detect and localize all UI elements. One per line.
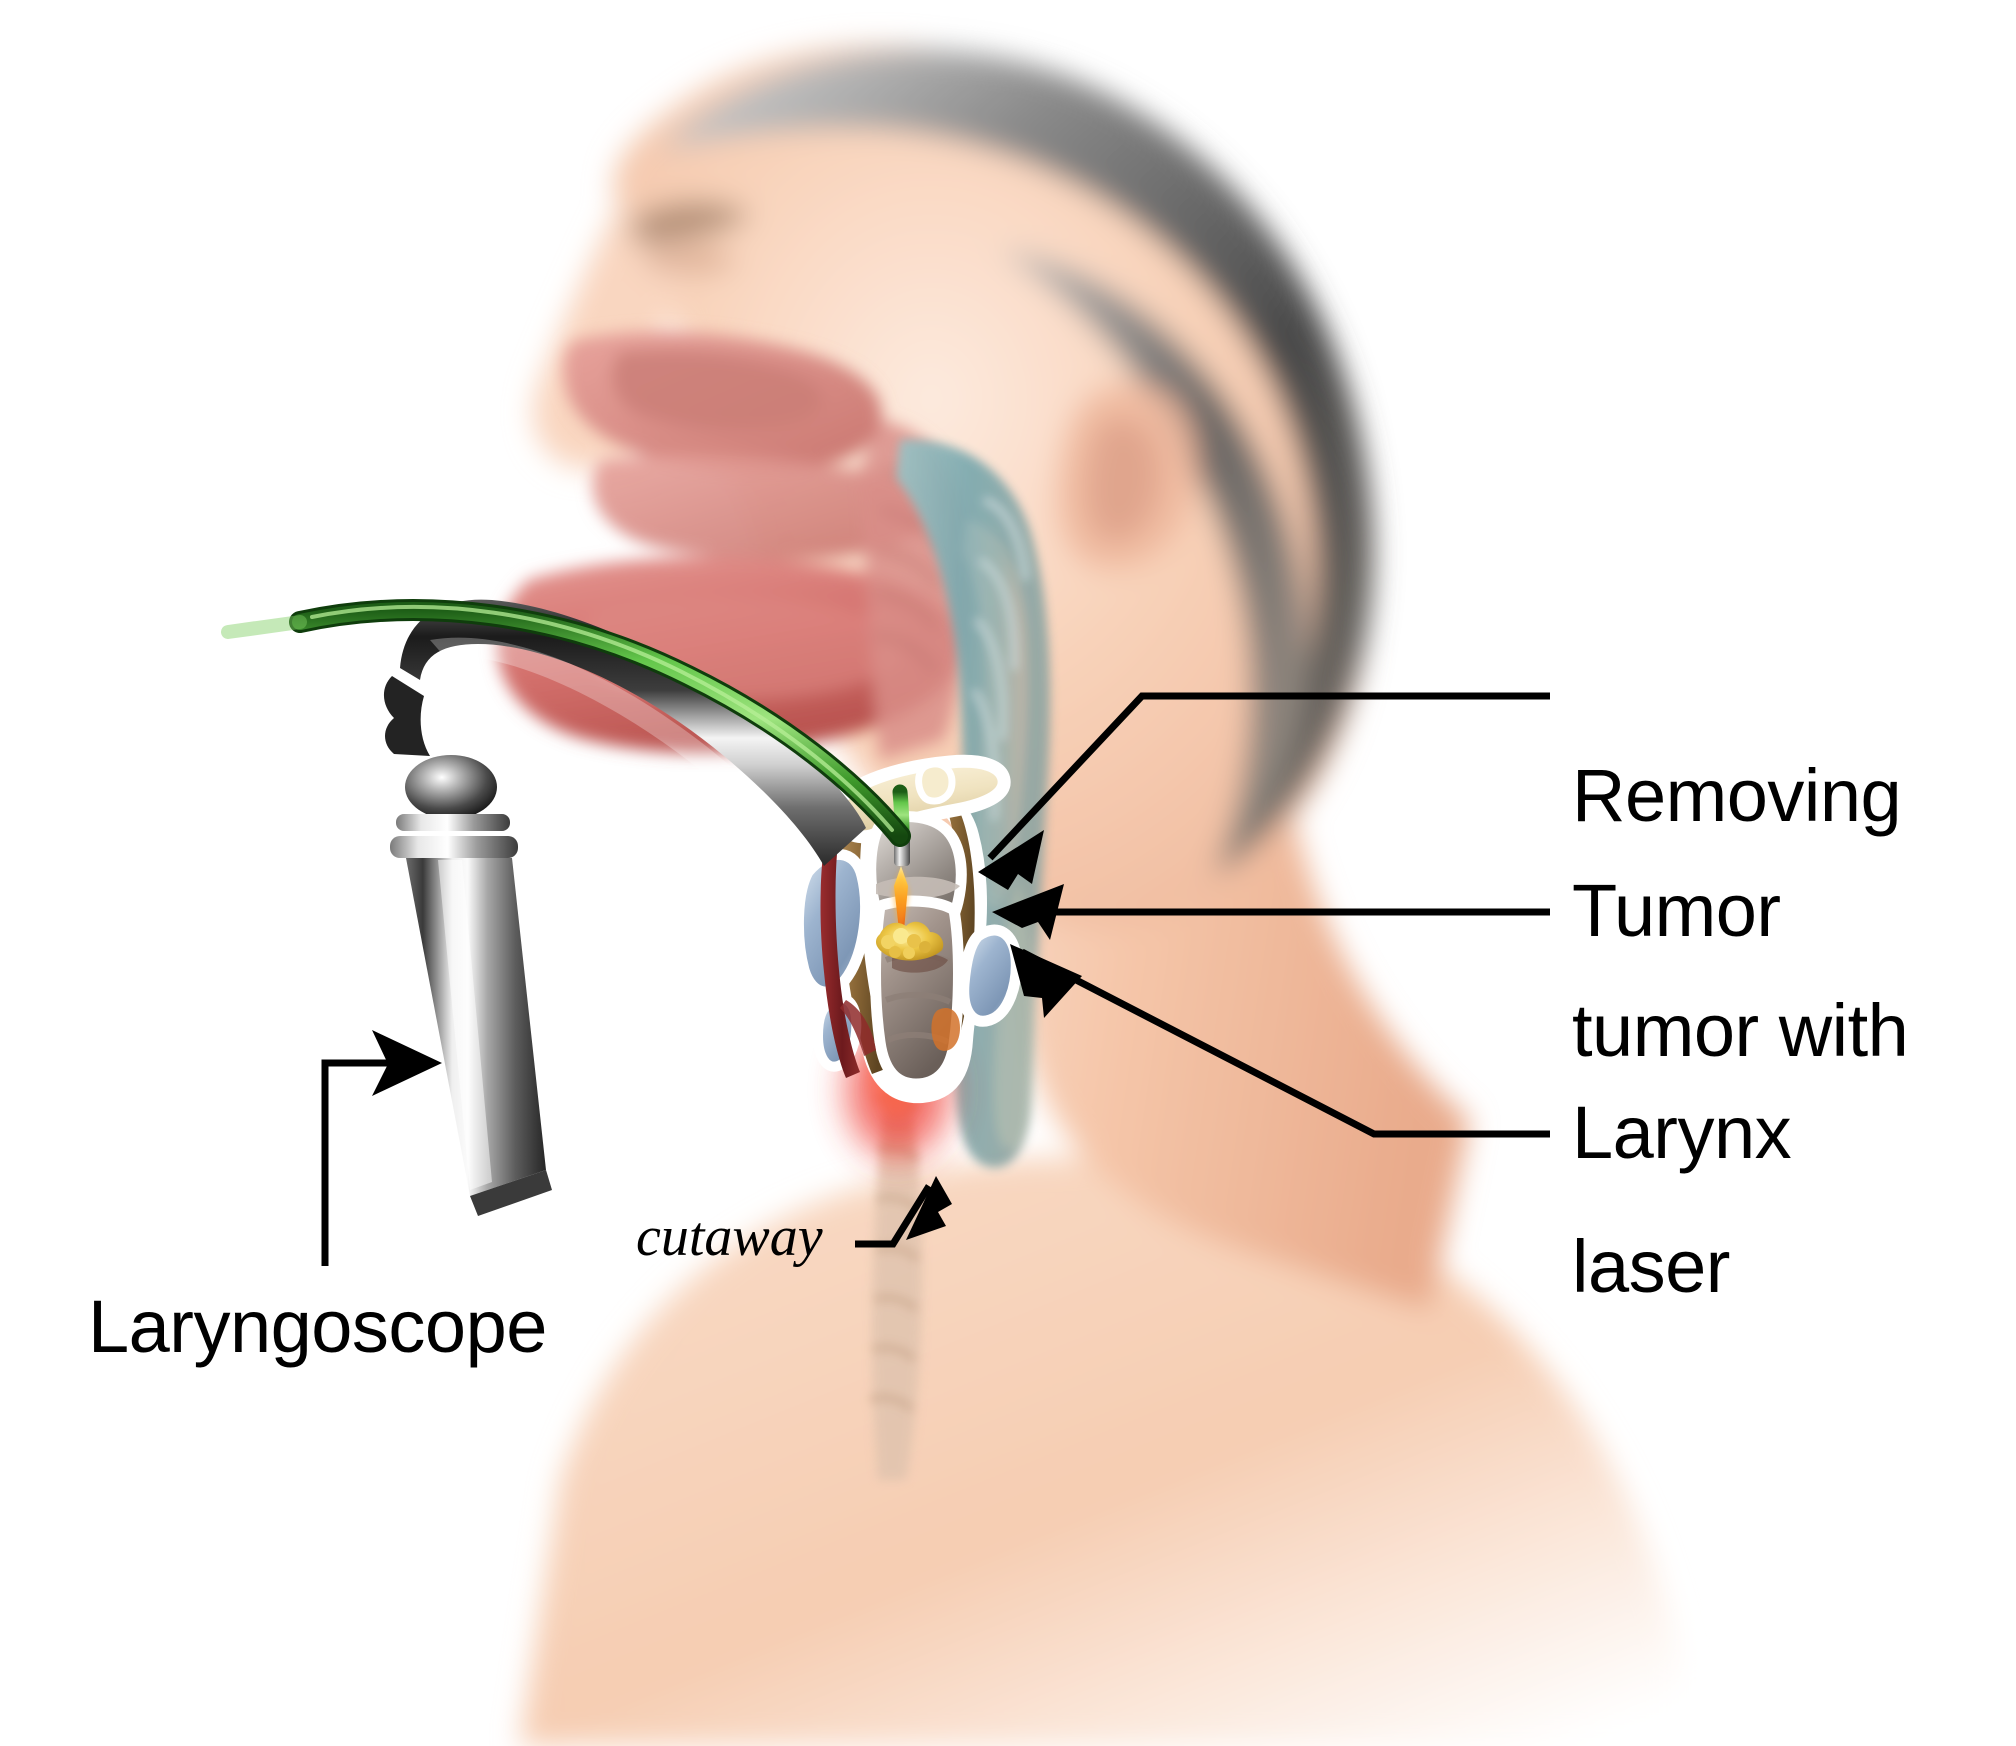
vessel-orange	[931, 1008, 960, 1051]
label-tumor: Tumor	[1572, 869, 1781, 952]
shoulder	[520, 1157, 1680, 1746]
label-cutaway: cutaway	[636, 1206, 823, 1268]
leader-lines	[321, 692, 1550, 1266]
arrowhead-tumor	[992, 884, 1064, 940]
leader-cutaway	[855, 1184, 932, 1248]
laser-fiber-cable-highlight	[310, 605, 894, 832]
lymph-nodes-right	[958, 924, 1022, 1027]
brow	[630, 201, 752, 244]
hyoid-ring	[915, 760, 956, 805]
laryngoscope-knob	[405, 755, 497, 819]
label-laryngoscope: Laryngoscope	[88, 1285, 547, 1368]
label-removing-tumor-line1: Removing	[1572, 753, 1902, 837]
blade-flange	[383, 676, 430, 756]
carotid-vessel	[820, 822, 860, 1078]
label-removing-tumor-line3: laser	[1572, 1224, 1730, 1308]
laser-beam-glow	[892, 866, 910, 934]
vessel-branch	[840, 1000, 876, 1056]
eye-shadow	[644, 245, 740, 274]
tumor-mass	[876, 921, 944, 961]
arrowhead-removing-tumor	[978, 830, 1044, 890]
leader-larynx	[1020, 948, 1550, 1138]
label-larynx: Larynx	[1572, 1091, 1792, 1174]
trachea-shaft	[871, 1060, 923, 1480]
leader-removing-tumor	[987, 692, 1550, 861]
hair	[660, 49, 1374, 872]
head-and-neck-group	[520, 45, 1680, 1746]
label-removing-tumor-with-laser: Removing tumor with laser	[1572, 600, 1909, 1463]
handle-bottom-cap	[470, 1170, 552, 1216]
soft-palate	[592, 455, 933, 560]
collar-ring-upper	[396, 814, 510, 831]
leader-arrowheads	[372, 830, 1082, 1240]
ear-inner	[1085, 418, 1161, 541]
collar-ring-lower	[390, 836, 518, 858]
arrowhead-laryngoscope	[372, 1030, 442, 1096]
leader-laryngoscope	[321, 1059, 430, 1266]
arrowhead-larynx	[1010, 944, 1082, 1018]
label-removing-tumor-line2: tumor with	[1572, 989, 1909, 1073]
arrowhead-cutaway	[906, 1176, 952, 1240]
nasal-turbinate	[612, 350, 823, 431]
hair-lock	[1000, 250, 1307, 880]
laser-fiber-cable-fade	[221, 615, 307, 639]
handle-highlight	[438, 860, 492, 1190]
